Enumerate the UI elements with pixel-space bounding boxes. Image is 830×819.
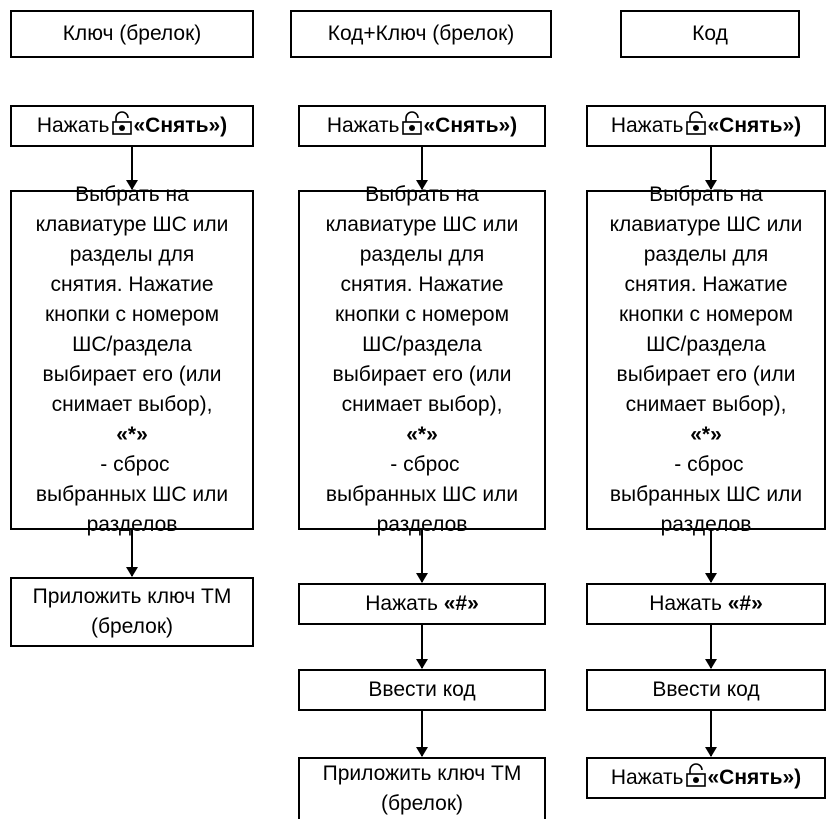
step-apply-key: Приложить ключ ТМ (брелок) bbox=[298, 757, 546, 819]
step-enter-code: Ввести код bbox=[298, 669, 546, 711]
unlock-icon bbox=[685, 762, 706, 796]
step-press-disarm: Нажать«Снять») bbox=[586, 105, 826, 147]
header-code-key: Код+Ключ (брелок) bbox=[290, 10, 552, 58]
step-press-hash: Нажать «#» bbox=[586, 583, 826, 625]
step-press-disarm: Нажать«Снять») bbox=[298, 105, 546, 147]
step-press-hash: Нажать «#» bbox=[298, 583, 546, 625]
unlock-icon bbox=[401, 110, 422, 144]
header-key-label: Ключ (брелок) bbox=[62, 22, 202, 45]
unlock-icon bbox=[685, 110, 706, 144]
header-code: Код bbox=[620, 10, 800, 58]
step-press-disarm: Нажать«Снять») bbox=[10, 105, 254, 147]
header-key: Ключ (брелок) bbox=[10, 10, 254, 58]
header-code-label: Код bbox=[692, 22, 728, 45]
step-press-disarm: Нажать«Снять») bbox=[586, 757, 826, 799]
step-enter-code: Ввести код bbox=[586, 669, 826, 711]
unlock-icon bbox=[111, 110, 132, 144]
header-code-key-label: Код+Ключ (брелок) bbox=[327, 22, 515, 45]
step-apply-key: Приложить ключ ТМ (брелок) bbox=[10, 577, 254, 647]
